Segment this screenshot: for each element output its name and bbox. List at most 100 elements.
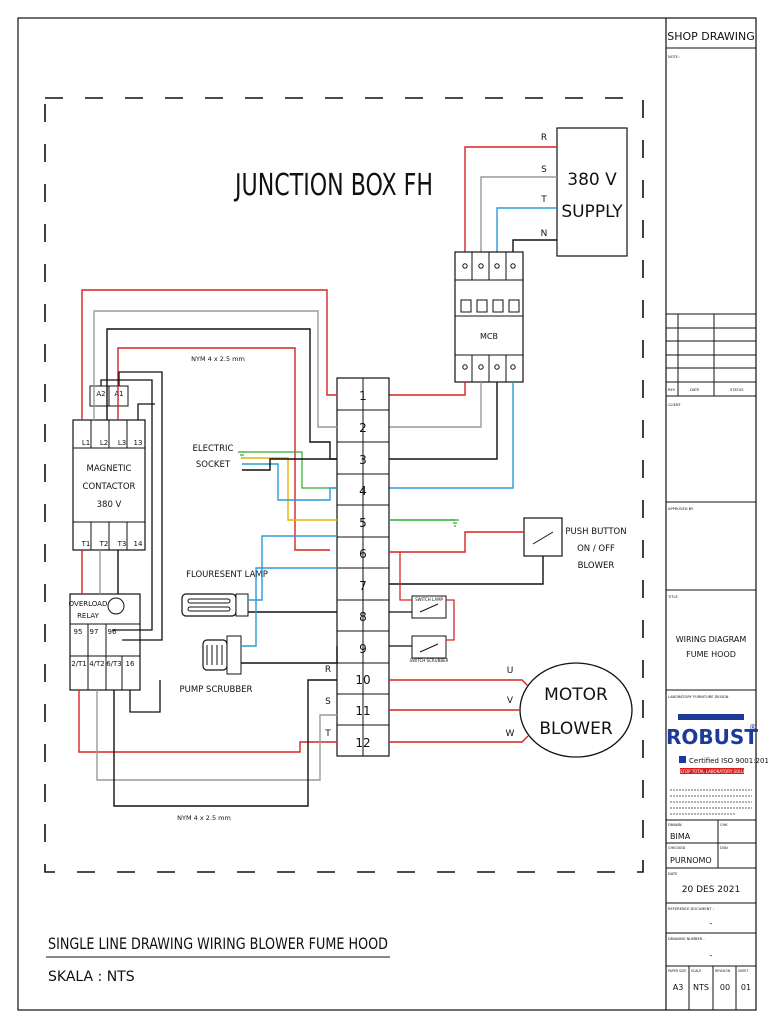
checked-value: PURNOMO — [670, 856, 712, 865]
phase-label-s: S — [541, 165, 547, 175]
terminal-number: 9 — [359, 642, 367, 656]
logo-text: ROBUST — [666, 725, 758, 749]
terminal-number: 10 — [355, 673, 370, 687]
date-label: DATE — [668, 872, 678, 876]
wire-feed-red — [81, 289, 337, 420]
wire-aux-16 — [129, 680, 161, 713]
drawing-title: WIRING DIAGRAM — [676, 635, 747, 644]
scale-label: SCALE — [691, 969, 701, 973]
terminal-label-t1: T1 — [81, 540, 91, 548]
wire-socket-blue — [242, 463, 337, 501]
checkbox-icon — [679, 756, 686, 763]
note-label: NOTE : — [668, 55, 680, 59]
wire-pump-black — [241, 646, 338, 664]
wire-pb-out — [389, 556, 544, 585]
contactor-label: CONTACTOR — [83, 482, 136, 492]
wire-sw-feed — [399, 552, 412, 601]
terminal-number: 7 — [359, 579, 367, 593]
client-label: CLIENT — [668, 403, 682, 407]
rev-status-header: STATUS — [730, 388, 744, 392]
rev-header: REV — [668, 388, 676, 392]
terminal-number: 11 — [355, 704, 370, 718]
motor-blower — [519, 662, 633, 758]
terminal-label-a2: A2 — [96, 390, 105, 398]
reference-value: - — [710, 919, 713, 928]
cable-spec-top: NYM 4 x 2.5 mm — [191, 355, 245, 363]
wire-socket-ground — [242, 451, 337, 489]
terminal-number: 2 — [359, 421, 367, 435]
paper-size-label: PAPER SIZE — [668, 969, 686, 973]
terminal-number: 12 — [355, 736, 370, 750]
revision-label: REVISION — [715, 969, 731, 973]
terminal-strip — [336, 377, 390, 757]
drawing-number-label: DRAWING NUMBER : — [668, 937, 705, 941]
wire-load-r — [78, 690, 337, 753]
diagram-heading: JUNCTION BOX FH — [234, 168, 433, 203]
registered-icon: ® — [749, 723, 757, 732]
terminal-label-96: 96 — [108, 628, 117, 636]
wire-aux-13 — [137, 403, 155, 420]
wire-socket-black — [242, 458, 337, 471]
fluorescent-lamp-icon — [181, 593, 249, 617]
pump-scrubber-icon — [202, 635, 242, 675]
phase-label-n: N — [541, 229, 548, 239]
terminal-label-95: 95 — [74, 628, 83, 636]
terminal-number: 8 — [359, 610, 367, 624]
terminal-label-13: 13 — [134, 439, 143, 447]
wire-supply-s — [480, 176, 557, 262]
socket-label: SOCKET — [196, 460, 231, 470]
wire-coil-a2 — [100, 379, 153, 631]
push-button — [523, 517, 563, 557]
feed-phase-t: T — [324, 729, 331, 739]
motor-phase-v: V — [507, 696, 514, 706]
wire-mcb-t — [375, 382, 514, 489]
terminal-label-2t1: 2/T1 — [71, 660, 87, 668]
pushbutton-label: BLOWER — [578, 561, 615, 571]
overload-relay — [69, 593, 141, 691]
banner-background — [680, 768, 744, 774]
wire-motor-w — [389, 735, 529, 743]
revision-value: 00 — [720, 983, 730, 992]
ground-icon — [238, 451, 246, 459]
robust-logo — [678, 714, 744, 720]
terminal-label-a1: A1 — [114, 390, 123, 398]
cable-spec-bottom: NYM 4 x 2.5 mm — [177, 814, 231, 822]
drawing-title: FUME HOOD — [686, 650, 736, 659]
phase-label-t: T — [540, 195, 547, 205]
pushbutton-label: ON / OFF — [577, 544, 615, 554]
footer-title: SINGLE LINE DRAWING WIRING BLOWER FUME H… — [48, 934, 388, 953]
lamp-label: FLOURESENT LAMP — [186, 570, 268, 580]
terminal-label-l3: L3 — [118, 439, 126, 447]
title-label: TITLE — [667, 595, 678, 599]
wire-load-s — [96, 690, 337, 781]
terminal-label-t3: T3 — [117, 540, 127, 548]
wire-control-red — [117, 347, 330, 551]
rev-date-header: DATE — [690, 388, 700, 392]
iso-text: Certified ISO 9001:2015 — [689, 757, 768, 765]
terminal-label-16: 16 — [126, 660, 135, 668]
supply-box — [556, 127, 628, 257]
overload-label: RELAY — [77, 612, 100, 620]
terminal-label-14: 14 — [134, 540, 143, 548]
scale-value: NTS — [693, 983, 709, 992]
company-caption: LABORATORY FURNITURE DESIGN — [668, 695, 729, 699]
terminal-label-6t3: 6/T3 — [106, 660, 122, 668]
pushbutton-label: PUSH BUTTON — [565, 527, 626, 537]
sheet-border — [17, 17, 757, 1011]
terminal-label-l2: L2 — [100, 439, 108, 447]
reference-label: REFERENCE DOCUMENT : — [668, 907, 714, 911]
terminal-label-4t2: 4/T2 — [89, 660, 105, 668]
contactor-label: MAGNETIC — [87, 464, 132, 474]
wire-pump-blue — [241, 567, 337, 647]
wire-feed-grey — [93, 310, 337, 428]
magnetic-contactor — [72, 385, 146, 551]
switch-scrubber — [411, 635, 447, 659]
motor-phase-u: U — [507, 666, 514, 676]
feed-phase-r: R — [325, 665, 331, 675]
overload-label: OVERLOAD — [69, 600, 108, 608]
switch-scrubber-label: SWITCH SCRUBBER — [410, 658, 449, 663]
wire-mcb-s — [375, 382, 482, 428]
terminal-number: 5 — [359, 516, 367, 530]
